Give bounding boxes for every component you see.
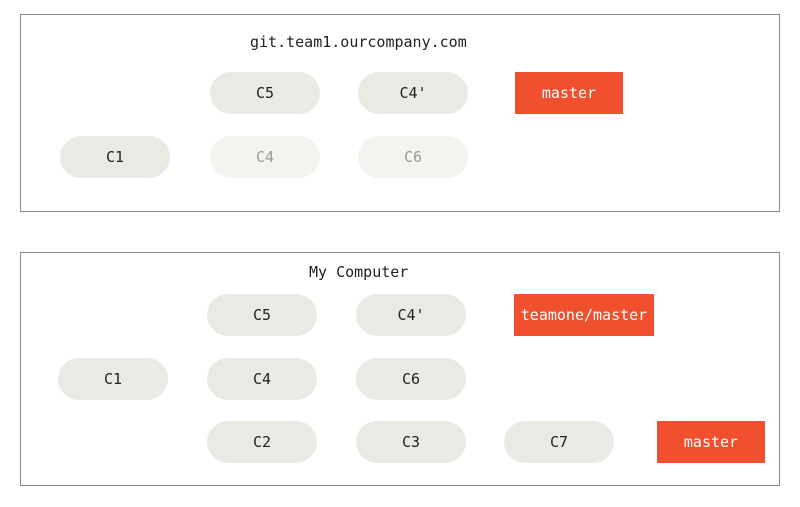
local-commit-c5: C5 (207, 294, 317, 336)
remote-commit-c1: C1 (60, 136, 170, 178)
remote-branch-master: master (515, 72, 623, 114)
local-commit-c1: C1 (58, 358, 168, 400)
local-commit-c6: C6 (356, 358, 466, 400)
remote-commit-c4-prime: C4' (358, 72, 468, 114)
remote-commit-c4: C4 (210, 136, 320, 178)
local-branch-teamone-master: teamone/master (514, 294, 654, 336)
local-branch-master: master (657, 421, 765, 463)
local-commit-c4: C4 (207, 358, 317, 400)
local-repo-title: My Computer (309, 263, 409, 281)
remote-repo-title: git.team1.ourcompany.com (250, 33, 467, 51)
local-commit-c4-prime: C4' (356, 294, 466, 336)
remote-commit-c6: C6 (358, 136, 468, 178)
local-commit-c2: C2 (207, 421, 317, 463)
remote-commit-c5: C5 (210, 72, 320, 114)
local-commit-c3: C3 (356, 421, 466, 463)
remote-repo-panel: git.team1.ourcompany.com (20, 14, 780, 212)
local-commit-c7: C7 (504, 421, 614, 463)
